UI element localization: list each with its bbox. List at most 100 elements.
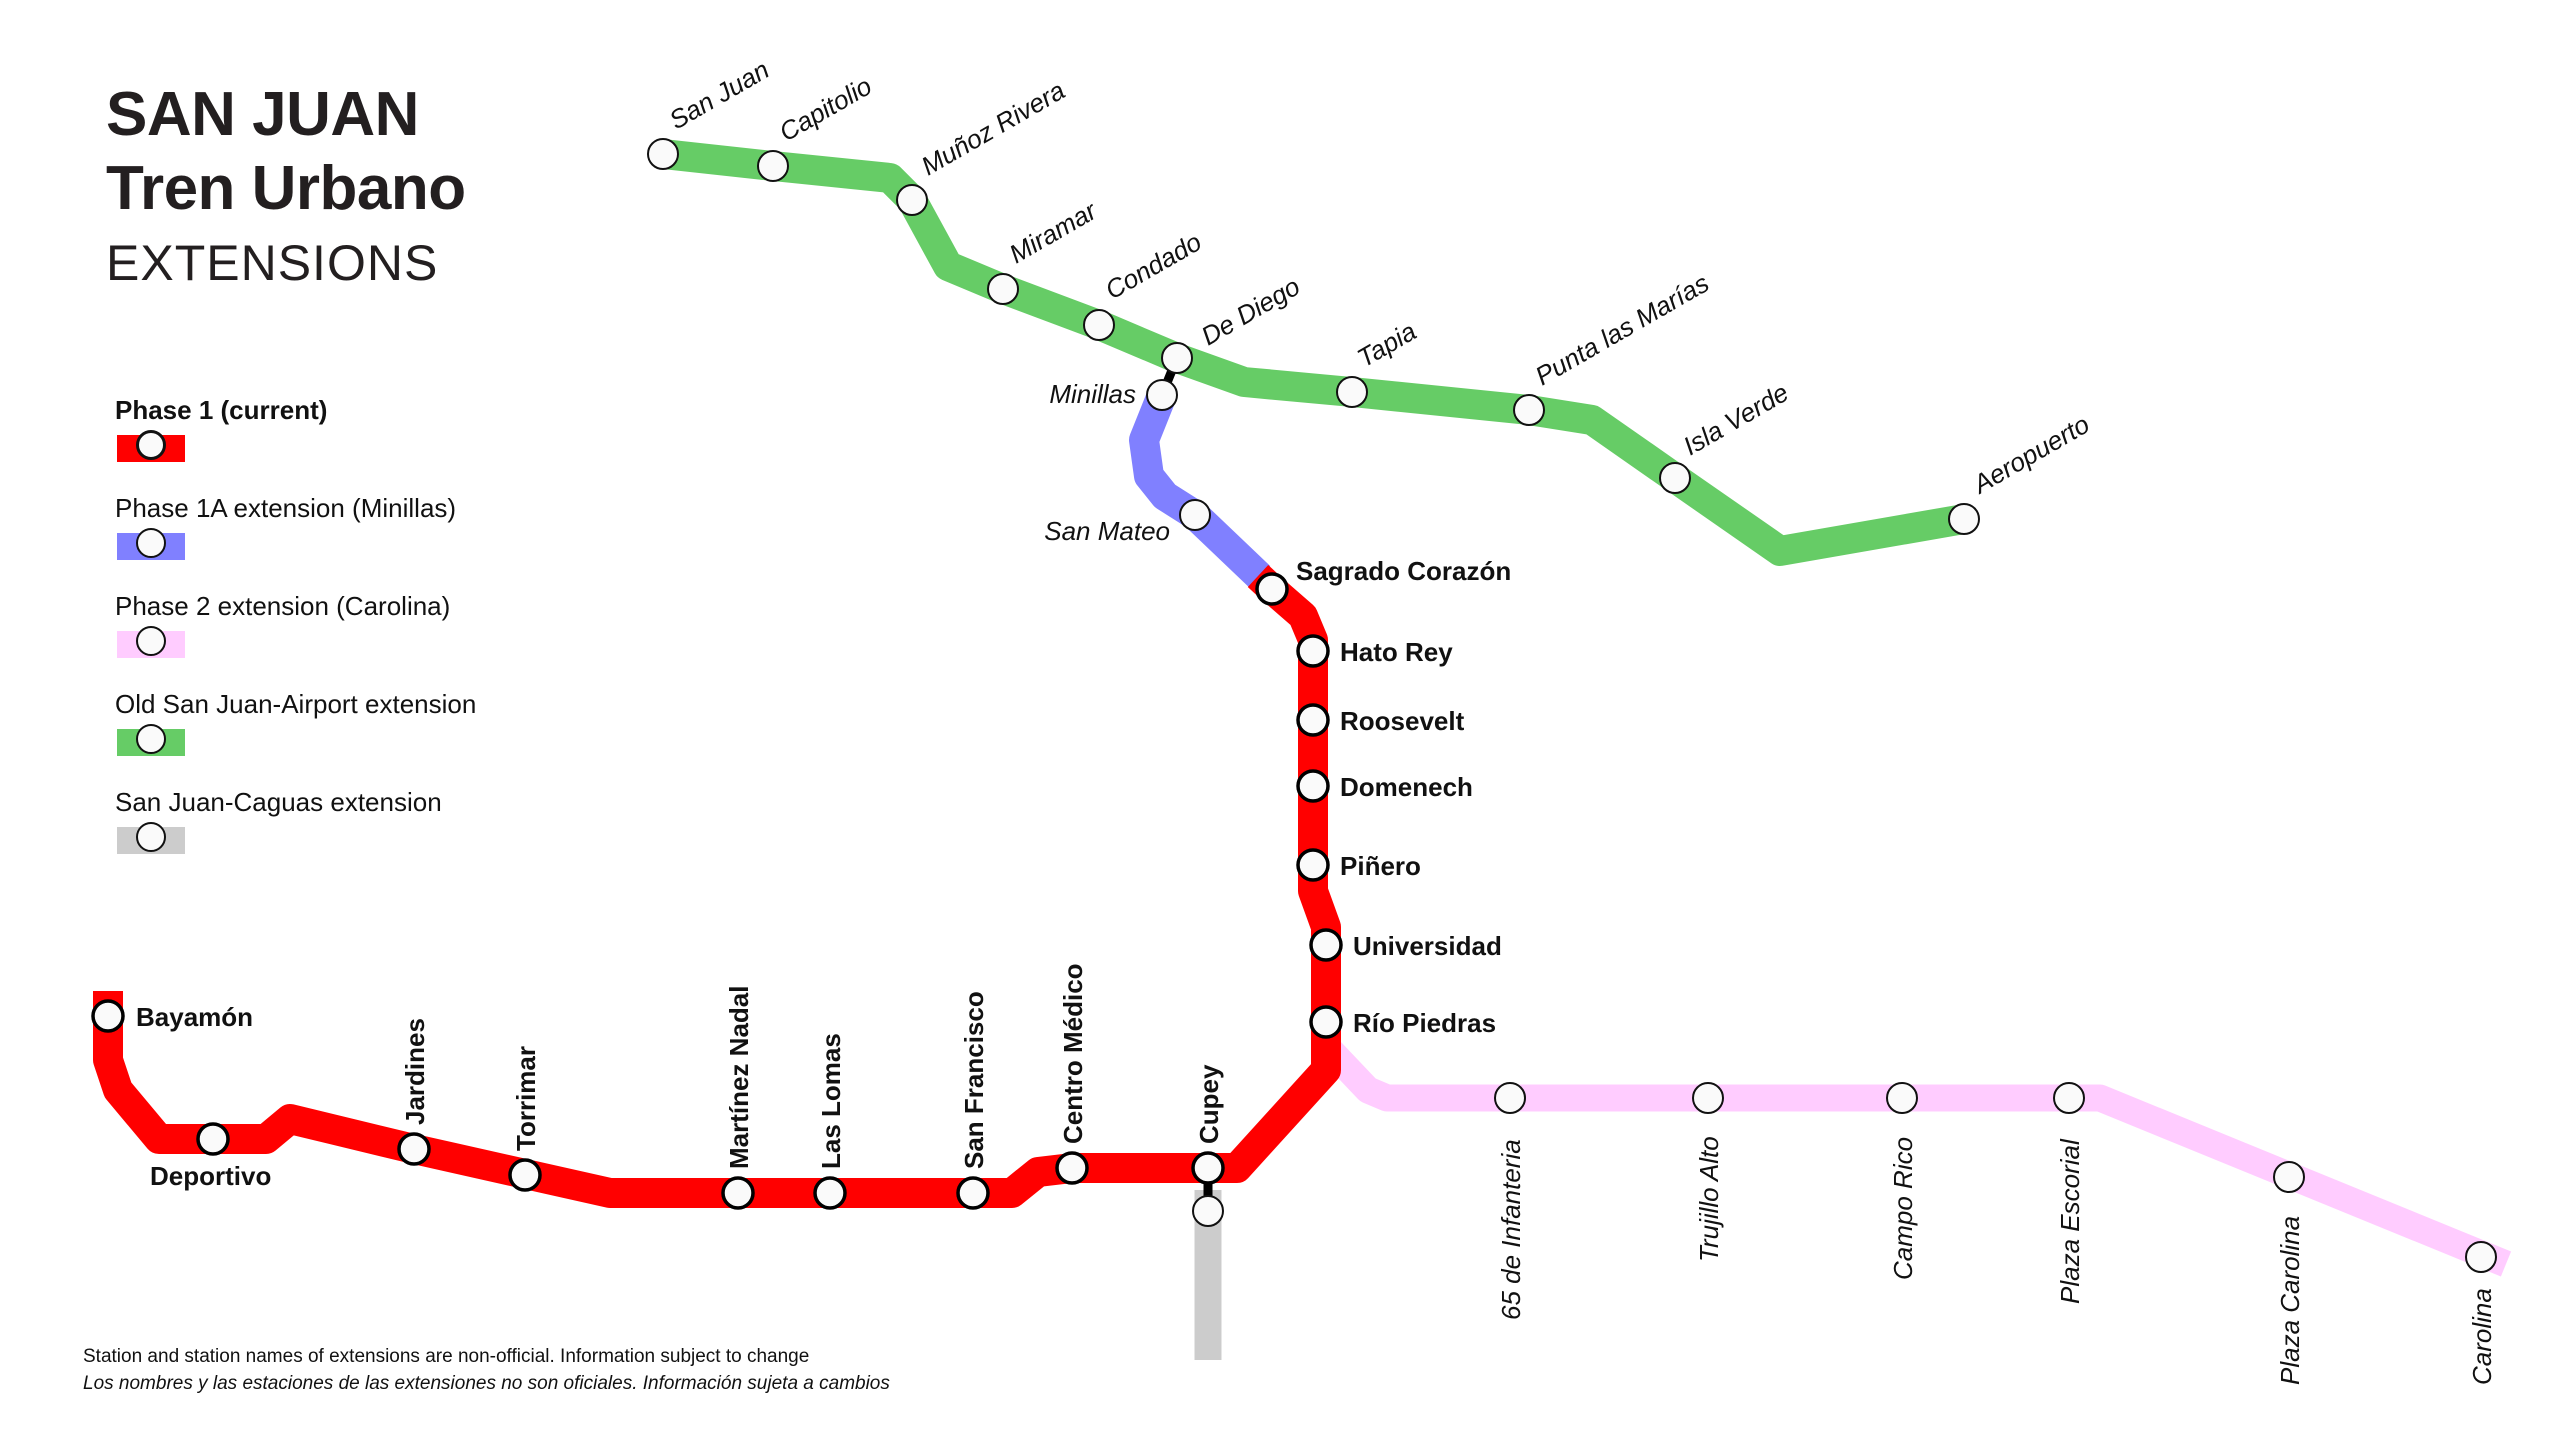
station-pinero[interactable] xyxy=(1296,848,1330,882)
station-condado[interactable] xyxy=(1083,309,1115,341)
legend-item-caguas: San Juan-Caguas extension xyxy=(115,787,476,885)
station-hato-rey[interactable] xyxy=(1296,634,1330,668)
label-carolina: Carolina xyxy=(2467,1288,2497,1385)
label-plaza-escorial: Plaza Escorial xyxy=(2055,1138,2085,1304)
station-munoz-rivera[interactable] xyxy=(896,184,928,216)
station-trujillo-alto[interactable] xyxy=(1692,1082,1724,1114)
station-san-francisco[interactable] xyxy=(956,1176,990,1210)
label-aeropuerto: Aeropuerto xyxy=(1966,409,2094,500)
label-torrimar: Torrimar xyxy=(511,1046,541,1151)
station-de-diego[interactable] xyxy=(1161,342,1193,374)
label-universidad: Universidad xyxy=(1353,931,1502,961)
label-bayamon: Bayamón xyxy=(136,1002,253,1032)
label-san-juan: San Juan xyxy=(664,54,774,135)
station-bayamon[interactable] xyxy=(91,999,125,1033)
label-tapia: Tapia xyxy=(1352,316,1421,373)
legend-item-airport: Old San Juan-Airport extension xyxy=(115,689,476,787)
disclaimer-spanish: Los nombres y las estaciones de las exte… xyxy=(83,1373,890,1394)
disclaimer: Station and station names of extensions … xyxy=(83,1343,890,1397)
legend-label: San Juan-Caguas extension xyxy=(115,787,442,817)
station-rio-piedras[interactable] xyxy=(1309,1005,1343,1039)
label-isla-verde: Isla Verde xyxy=(1678,377,1794,461)
label-campo-rico: Campo Rico xyxy=(1888,1137,1918,1280)
station-caguas-cupey[interactable] xyxy=(1192,1195,1224,1227)
stations-phase1a xyxy=(1146,379,1211,531)
station-san-juan[interactable] xyxy=(647,138,679,170)
legend-label: Phase 1A extension (Minillas) xyxy=(115,493,457,523)
station-jardines[interactable] xyxy=(397,1132,431,1166)
legend: Phase 1 (current) Phase 1A extension (Mi… xyxy=(115,395,476,885)
label-minillas: Minillas xyxy=(1049,379,1136,409)
label-munoz-rivera: Muñoz Rivera xyxy=(916,75,1070,181)
station-minillas[interactable] xyxy=(1146,379,1178,411)
label-hato-rey: Hato Rey xyxy=(1340,637,1453,667)
station-marker-icon xyxy=(136,626,166,656)
station-marker-icon xyxy=(136,822,166,852)
station-65-infanteria[interactable] xyxy=(1494,1082,1526,1114)
legend-item-phase1a: Phase 1A extension (Minillas) xyxy=(115,493,476,591)
title-subtitle: EXTENSIONS xyxy=(106,235,439,291)
station-punta-las-marias[interactable] xyxy=(1513,394,1545,426)
station-cupey[interactable] xyxy=(1191,1151,1225,1185)
station-miramar[interactable] xyxy=(987,273,1019,305)
station-marker-icon xyxy=(136,528,166,558)
label-domenech: Domenech xyxy=(1340,772,1473,802)
label-65-infanteria: 65 de Infanteria xyxy=(1496,1139,1526,1320)
station-universidad[interactable] xyxy=(1309,928,1343,962)
label-punta-las-marias: Punta las Marías xyxy=(1530,268,1714,392)
label-las-lomas: Las Lomas xyxy=(816,1033,846,1169)
title-system: Tren Urbano xyxy=(106,154,466,223)
label-san-mateo: San Mateo xyxy=(1044,516,1170,546)
stations-airport xyxy=(647,138,1980,535)
label-capitolio: Capitolio xyxy=(774,71,877,148)
station-aeropuerto[interactable] xyxy=(1948,503,1980,535)
label-miramar: Miramar xyxy=(1004,195,1103,269)
label-sagrado-corazon: Sagrado Corazón xyxy=(1296,556,1511,586)
label-centro-medico: Centro Médico xyxy=(1058,963,1088,1144)
line-phase2 xyxy=(1320,1040,2512,1277)
stations-phase1 xyxy=(91,572,1343,1210)
legend-label: Phase 2 extension (Carolina) xyxy=(115,591,451,621)
station-centro-medico[interactable] xyxy=(1055,1151,1089,1185)
label-de-diego: De Diego xyxy=(1196,271,1305,351)
line-phase1a xyxy=(1129,389,1271,588)
line-airport xyxy=(661,139,1967,566)
label-roosevelt: Roosevelt xyxy=(1340,706,1465,736)
label-martinez-nadal: Martínez Nadal xyxy=(724,986,754,1170)
label-cupey: Cupey xyxy=(1194,1064,1224,1144)
station-campo-rico[interactable] xyxy=(1886,1082,1918,1114)
disclaimer-english: Station and station names of extensions … xyxy=(83,1346,810,1367)
station-marker-icon xyxy=(136,724,166,754)
label-pinero: Piñero xyxy=(1340,851,1421,881)
title-city: SAN JUAN xyxy=(106,80,419,149)
line-phase1 xyxy=(93,565,1341,1208)
station-capitolio[interactable] xyxy=(757,150,789,182)
station-isla-verde[interactable] xyxy=(1659,462,1691,494)
stations-phase2 xyxy=(1192,1082,2497,1273)
station-roosevelt[interactable] xyxy=(1296,703,1330,737)
legend-label: Old San Juan-Airport extension xyxy=(115,689,477,719)
station-torrimar[interactable] xyxy=(508,1158,542,1192)
station-martinez-nadal[interactable] xyxy=(721,1176,755,1210)
map-title: SAN JUAN Tren Urbano EXTENSIONS xyxy=(106,78,466,298)
station-carolina[interactable] xyxy=(2465,1241,2497,1273)
legend-item-phase1: Phase 1 (current) xyxy=(115,395,476,493)
label-deportivo: Deportivo xyxy=(150,1161,271,1191)
label-san-francisco: San Francisco xyxy=(959,991,989,1169)
station-san-mateo[interactable] xyxy=(1179,499,1211,531)
label-trujillo-alto: Trujillo Alto xyxy=(1694,1136,1724,1262)
station-sagrado-corazon[interactable] xyxy=(1255,572,1289,606)
label-rio-piedras: Río Piedras xyxy=(1353,1008,1496,1038)
station-deportivo[interactable] xyxy=(196,1122,230,1156)
station-plaza-carolina[interactable] xyxy=(2273,1161,2305,1193)
label-condado: Condado xyxy=(1100,226,1206,305)
label-plaza-carolina: Plaza Carolina xyxy=(2275,1216,2305,1385)
station-las-lomas[interactable] xyxy=(813,1176,847,1210)
station-tapia[interactable] xyxy=(1336,376,1368,408)
label-jardines: Jardines xyxy=(400,1018,430,1125)
station-plaza-escorial[interactable] xyxy=(2053,1082,2085,1114)
station-domenech[interactable] xyxy=(1296,769,1330,803)
station-marker-icon xyxy=(136,430,166,460)
legend-label: Phase 1 (current) xyxy=(115,395,328,425)
